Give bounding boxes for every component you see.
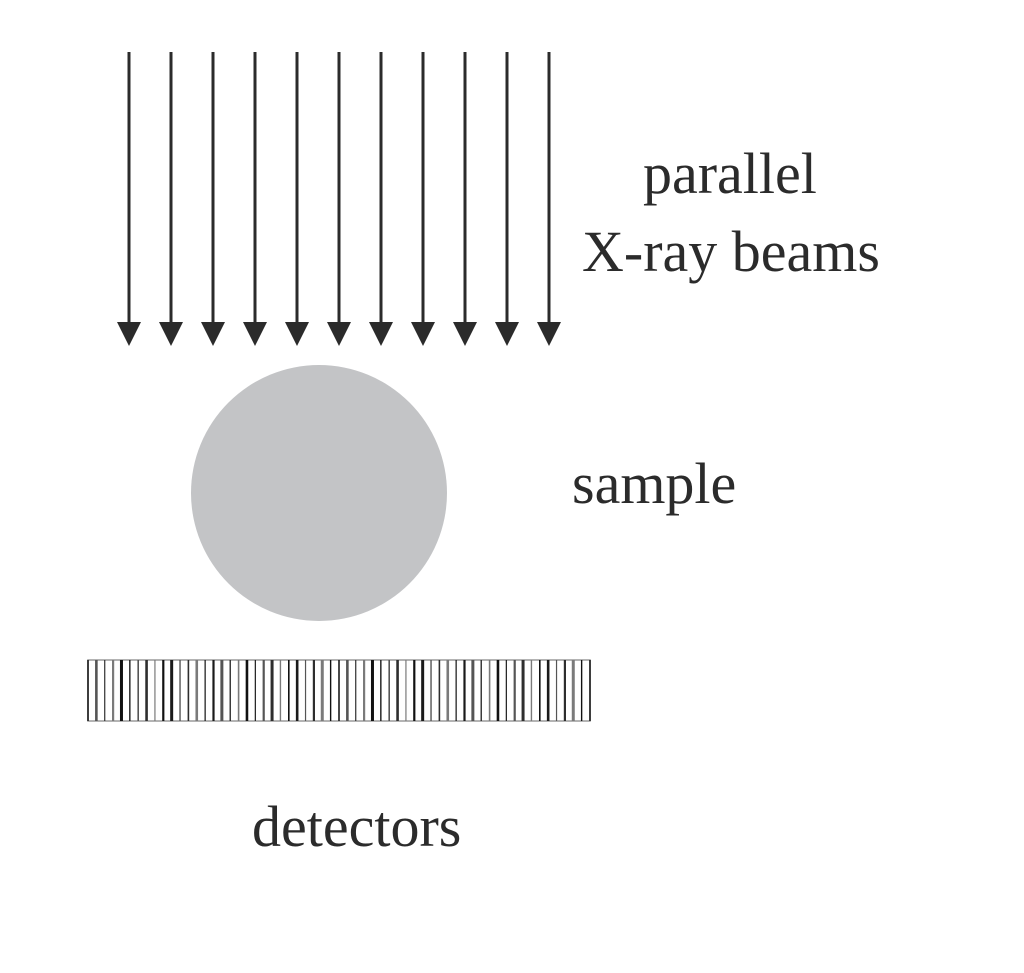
beam-arrow <box>285 52 309 346</box>
beam-arrow <box>537 52 561 346</box>
beam-arrow <box>411 52 435 346</box>
beam-arrow <box>369 52 393 346</box>
beam-arrow <box>453 52 477 346</box>
beam-arrow <box>495 52 519 346</box>
beam-arrow <box>243 52 267 346</box>
detector-array <box>87 659 591 722</box>
beam-arrow <box>117 52 141 346</box>
detectors-label: detectors <box>252 794 461 859</box>
beam-arrow <box>327 52 351 346</box>
sample-label: sample <box>572 451 736 516</box>
sample-disc <box>191 365 447 621</box>
beam-arrow <box>201 52 225 346</box>
beams-label-line1: parallel <box>643 141 817 206</box>
beam-arrow <box>159 52 183 346</box>
parallel-xray-beams <box>117 52 561 346</box>
beams-label-line2: X-ray beams <box>582 219 880 284</box>
